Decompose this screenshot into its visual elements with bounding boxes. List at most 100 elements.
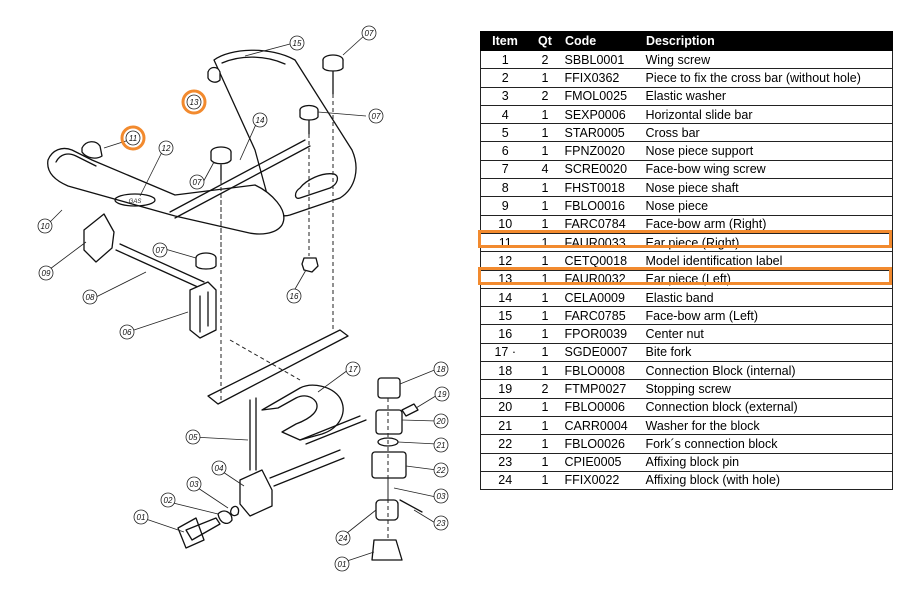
cell-item: 15 bbox=[480, 306, 530, 326]
callout-17: 17 bbox=[345, 361, 361, 377]
cell-item: 7 bbox=[480, 160, 530, 180]
cell-description: Cross bar bbox=[641, 123, 893, 143]
cell-qt: 1 bbox=[529, 361, 561, 381]
svg-text:09: 09 bbox=[42, 269, 51, 278]
cell-qt: 2 bbox=[529, 379, 561, 399]
cell-description: Affixing block pin bbox=[641, 453, 893, 472]
nose-piece-support-06 bbox=[189, 281, 217, 339]
cell-description: Nose piece bbox=[641, 196, 893, 216]
callout-22: 22 bbox=[433, 462, 449, 478]
cell-qt: 1 bbox=[529, 288, 561, 308]
svg-text:06: 06 bbox=[123, 328, 132, 337]
callout-10: 10 bbox=[37, 218, 53, 234]
cell-description: Wing screw bbox=[641, 50, 893, 70]
cell-code: FBLO0006 bbox=[560, 398, 642, 417]
svg-text:12: 12 bbox=[162, 144, 171, 153]
callout-19: 19 bbox=[434, 386, 450, 402]
cell-qt: 1 bbox=[529, 105, 561, 125]
cell-code: FARC0784 bbox=[560, 215, 642, 234]
cell-item: 17 · bbox=[480, 343, 530, 363]
cell-item: 18 bbox=[480, 361, 530, 381]
cell-item: 8 bbox=[480, 178, 530, 198]
fork-connection-block-22 bbox=[371, 451, 407, 479]
cell-item: 21 bbox=[480, 416, 530, 436]
wing-screw-07-d bbox=[195, 252, 217, 270]
svg-text:11: 11 bbox=[129, 134, 137, 143]
cell-item: 24 bbox=[480, 471, 530, 491]
cell-qt: 2 bbox=[529, 87, 561, 106]
cell-qt: 1 bbox=[529, 215, 561, 234]
cell-qt: 1 bbox=[529, 343, 561, 363]
callout-20: 20 bbox=[433, 413, 449, 429]
svg-text:03: 03 bbox=[190, 480, 199, 489]
svg-text:08: 08 bbox=[86, 293, 95, 302]
cell-item: 23 bbox=[480, 453, 530, 472]
cell-description: Piece to fix the cross bar (without hole… bbox=[641, 68, 893, 88]
svg-text:07: 07 bbox=[156, 246, 165, 255]
svg-text:21: 21 bbox=[436, 441, 446, 450]
cell-item: 11 bbox=[480, 233, 530, 253]
cell-code: FBLO0026 bbox=[560, 434, 642, 454]
svg-text:24: 24 bbox=[338, 534, 348, 543]
svg-text:14: 14 bbox=[256, 116, 265, 125]
callout-07-d: 07 bbox=[152, 242, 168, 258]
cell-description: Elastic washer bbox=[641, 87, 893, 106]
callout-07-a: 07 bbox=[361, 25, 377, 41]
cell-description: Horizontal slide bar bbox=[641, 105, 893, 125]
callout-02: 02 bbox=[160, 492, 176, 508]
model-label-text: GAS bbox=[129, 199, 142, 205]
elastic-band-14 bbox=[169, 139, 311, 219]
ear-piece-left-13 bbox=[207, 66, 221, 83]
cell-qt: 1 bbox=[529, 306, 561, 326]
cell-qt: 1 bbox=[529, 434, 561, 454]
cell-item: 4 bbox=[480, 105, 530, 125]
cell-qt: 1 bbox=[529, 471, 561, 491]
center-nut-16 bbox=[301, 257, 319, 273]
cell-code: SGDE0007 bbox=[560, 343, 642, 363]
cell-code: CARR0004 bbox=[560, 416, 642, 436]
svg-text:16: 16 bbox=[290, 292, 299, 301]
cell-qt: 1 bbox=[529, 68, 561, 88]
cell-item: 6 bbox=[480, 141, 530, 161]
callout-05: 05 bbox=[185, 429, 201, 445]
svg-text:22: 22 bbox=[436, 466, 446, 475]
cell-qt: 1 bbox=[529, 270, 561, 289]
cell-description: Face-bow arm (Left) bbox=[641, 306, 893, 326]
callout-24: 24 bbox=[335, 530, 351, 546]
cell-qt: 4 bbox=[529, 160, 561, 180]
cell-code: FARC0785 bbox=[560, 306, 642, 326]
cell-code: CELA0009 bbox=[560, 288, 642, 308]
cell-item: 3 bbox=[480, 87, 530, 106]
highlight-ring-11 bbox=[120, 125, 146, 151]
connection-block-external-20 bbox=[375, 409, 403, 435]
cell-description: Model identification label bbox=[641, 251, 893, 271]
callout-13: 13 bbox=[186, 94, 202, 110]
cell-code: STAR0005 bbox=[560, 123, 642, 143]
affixing-pin-23 bbox=[399, 499, 423, 513]
svg-text:01: 01 bbox=[137, 513, 146, 522]
header-item: Item bbox=[480, 31, 530, 51]
cell-description: Elastic band bbox=[641, 288, 893, 308]
svg-text:03: 03 bbox=[437, 492, 446, 501]
fix-piece-02 bbox=[217, 510, 233, 525]
cell-item: 9 bbox=[480, 196, 530, 216]
cell-description: Washer for the block bbox=[641, 416, 893, 436]
cell-description: Bite fork bbox=[641, 343, 893, 363]
svg-text:07: 07 bbox=[193, 178, 202, 187]
cell-qt: 1 bbox=[529, 123, 561, 143]
cell-code: SCRE0020 bbox=[560, 160, 642, 180]
callout-18: 18 bbox=[433, 361, 449, 377]
